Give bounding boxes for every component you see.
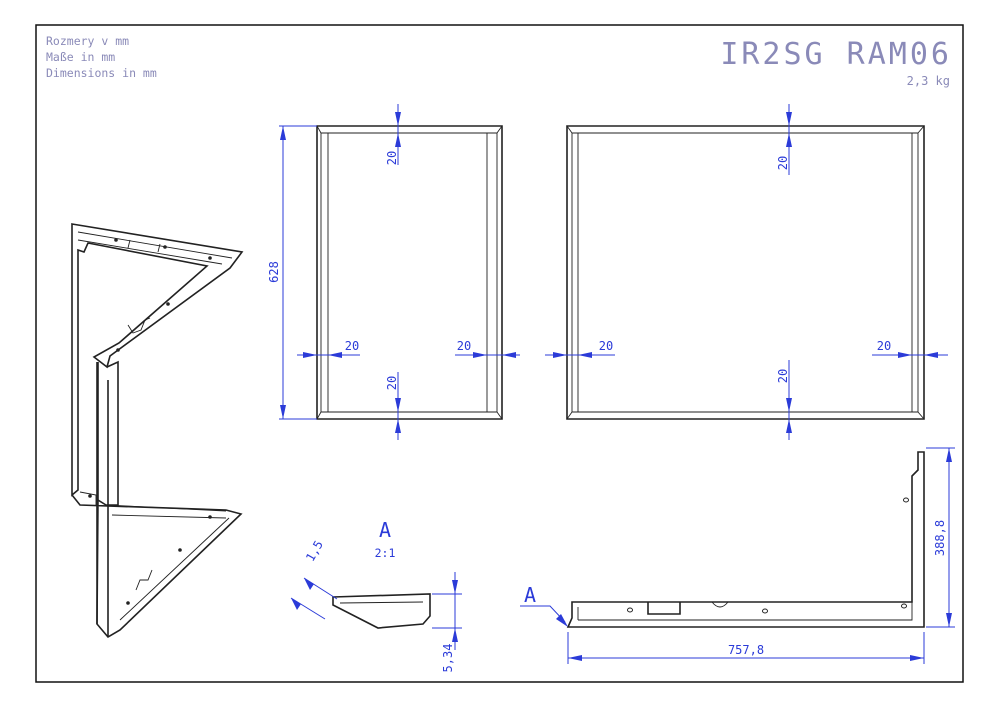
units-note-de: Maße in mm — [46, 50, 115, 64]
detail-a: A 2:1 1,5 5,34 — [290, 518, 462, 673]
side-left-flange-dim: 20 — [599, 339, 613, 353]
side-bottom-flange-dim: 20 — [776, 369, 790, 383]
sheet-border — [35, 24, 964, 683]
bottom-view: A 757,8 388,8 — [520, 447, 955, 664]
detail-a-chamfer-dim: 1,5 — [303, 538, 326, 564]
bottom-length-dim: 757,8 — [728, 643, 764, 657]
detail-a-label: A — [379, 518, 391, 542]
front-left-flange-dim: 20 — [345, 339, 359, 353]
isometric-view — [71, 223, 244, 639]
side-view — [566, 125, 925, 420]
bottom-height-dim: 388,8 — [933, 520, 947, 556]
units-note-en: Dimensions in mm — [46, 66, 157, 80]
units-note-sk: Rozmery v mm — [46, 34, 129, 48]
side-view-dimensions: 20 20 20 20 — [545, 104, 948, 440]
front-height-dim: 628 — [267, 261, 281, 283]
front-view — [316, 125, 503, 420]
front-top-flange-dim: 20 — [385, 151, 399, 165]
front-view-dimensions: 628 20 20 20 20 — [267, 104, 520, 440]
front-right-flange-dim: 20 — [457, 339, 471, 353]
side-right-flange-dim: 20 — [877, 339, 891, 353]
detail-a-thickness-dim: 5,34 — [441, 644, 455, 673]
front-bottom-flange-dim: 20 — [385, 376, 399, 390]
part-weight: 2,3 kg — [907, 74, 950, 88]
detail-a-marker: A — [524, 583, 536, 607]
part-number: IR2SG RAM06 — [720, 37, 952, 72]
side-top-flange-dim: 20 — [776, 156, 790, 170]
detail-a-scale: 2:1 — [375, 546, 396, 560]
